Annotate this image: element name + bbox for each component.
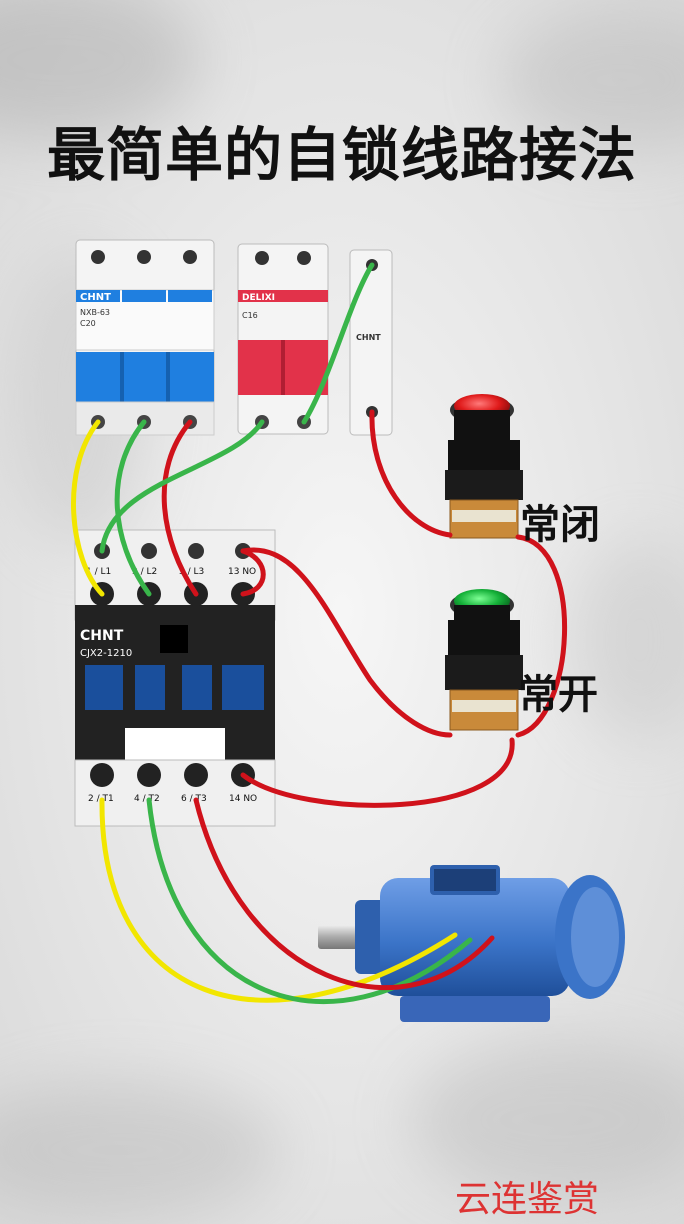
fuse-holder[interactable]: CHNT bbox=[349, 249, 393, 436]
page-title: 最简单的自锁线路接法 bbox=[46, 121, 637, 189]
wire-14no bbox=[240, 737, 515, 808]
wire-fuse-to-stop bbox=[369, 409, 453, 538]
wire-t2 bbox=[146, 797, 473, 1004]
motor-body bbox=[380, 878, 570, 996]
contactor[interactable]: CHNT CJX2-1210 1 / L1 3 / L2 5 / L3 13 N… bbox=[74, 529, 276, 827]
wire-l1 bbox=[71, 419, 105, 597]
wire-13no-link bbox=[240, 548, 266, 597]
wire-stop-to-start bbox=[515, 534, 567, 738]
breaker-rating: C20 bbox=[80, 319, 96, 328]
breaker-brand: CHNT bbox=[80, 292, 111, 303]
watermark: 云连鉴赏 bbox=[455, 1179, 600, 1220]
wire-t3 bbox=[193, 797, 495, 990]
fuse-brand: CHNT bbox=[356, 333, 381, 342]
terminal-label: 5 / L3 bbox=[179, 567, 204, 577]
terminal-screw bbox=[91, 250, 105, 264]
start-button[interactable] bbox=[445, 589, 523, 731]
nc-label: 常闭 bbox=[520, 502, 600, 548]
wire-l3 bbox=[161, 419, 199, 597]
wire-control-green bbox=[99, 419, 265, 554]
main-breaker[interactable]: CHNT NXB-63 C20 bbox=[75, 239, 215, 436]
stop-button[interactable] bbox=[445, 394, 523, 539]
control-breaker-brand: DELIXI bbox=[242, 293, 275, 303]
terminal-label: 1 / L1 bbox=[86, 567, 111, 577]
terminal-label: 13 NO bbox=[228, 567, 256, 577]
motor bbox=[318, 865, 625, 1022]
wire-l2 bbox=[114, 419, 152, 597]
breaker-model: NXB-63 bbox=[80, 308, 110, 317]
breaker-handle[interactable] bbox=[76, 352, 214, 402]
no-label: 常开 bbox=[518, 672, 598, 718]
wire-t1 bbox=[99, 797, 458, 1003]
contactor-model: CJX2-1210 bbox=[80, 648, 132, 659]
control-breaker[interactable]: DELIXI C16 bbox=[237, 243, 329, 435]
wire-fuse-green bbox=[301, 262, 375, 425]
brand-strip bbox=[76, 290, 120, 302]
terminal-label: 3 / L2 bbox=[132, 567, 157, 577]
wire-13no bbox=[240, 547, 453, 738]
control-breaker-rating: C16 bbox=[242, 311, 258, 320]
contactor-brand: CHNT bbox=[80, 628, 124, 644]
wires bbox=[71, 262, 567, 1004]
terminal-label: 14 NO bbox=[229, 794, 257, 804]
